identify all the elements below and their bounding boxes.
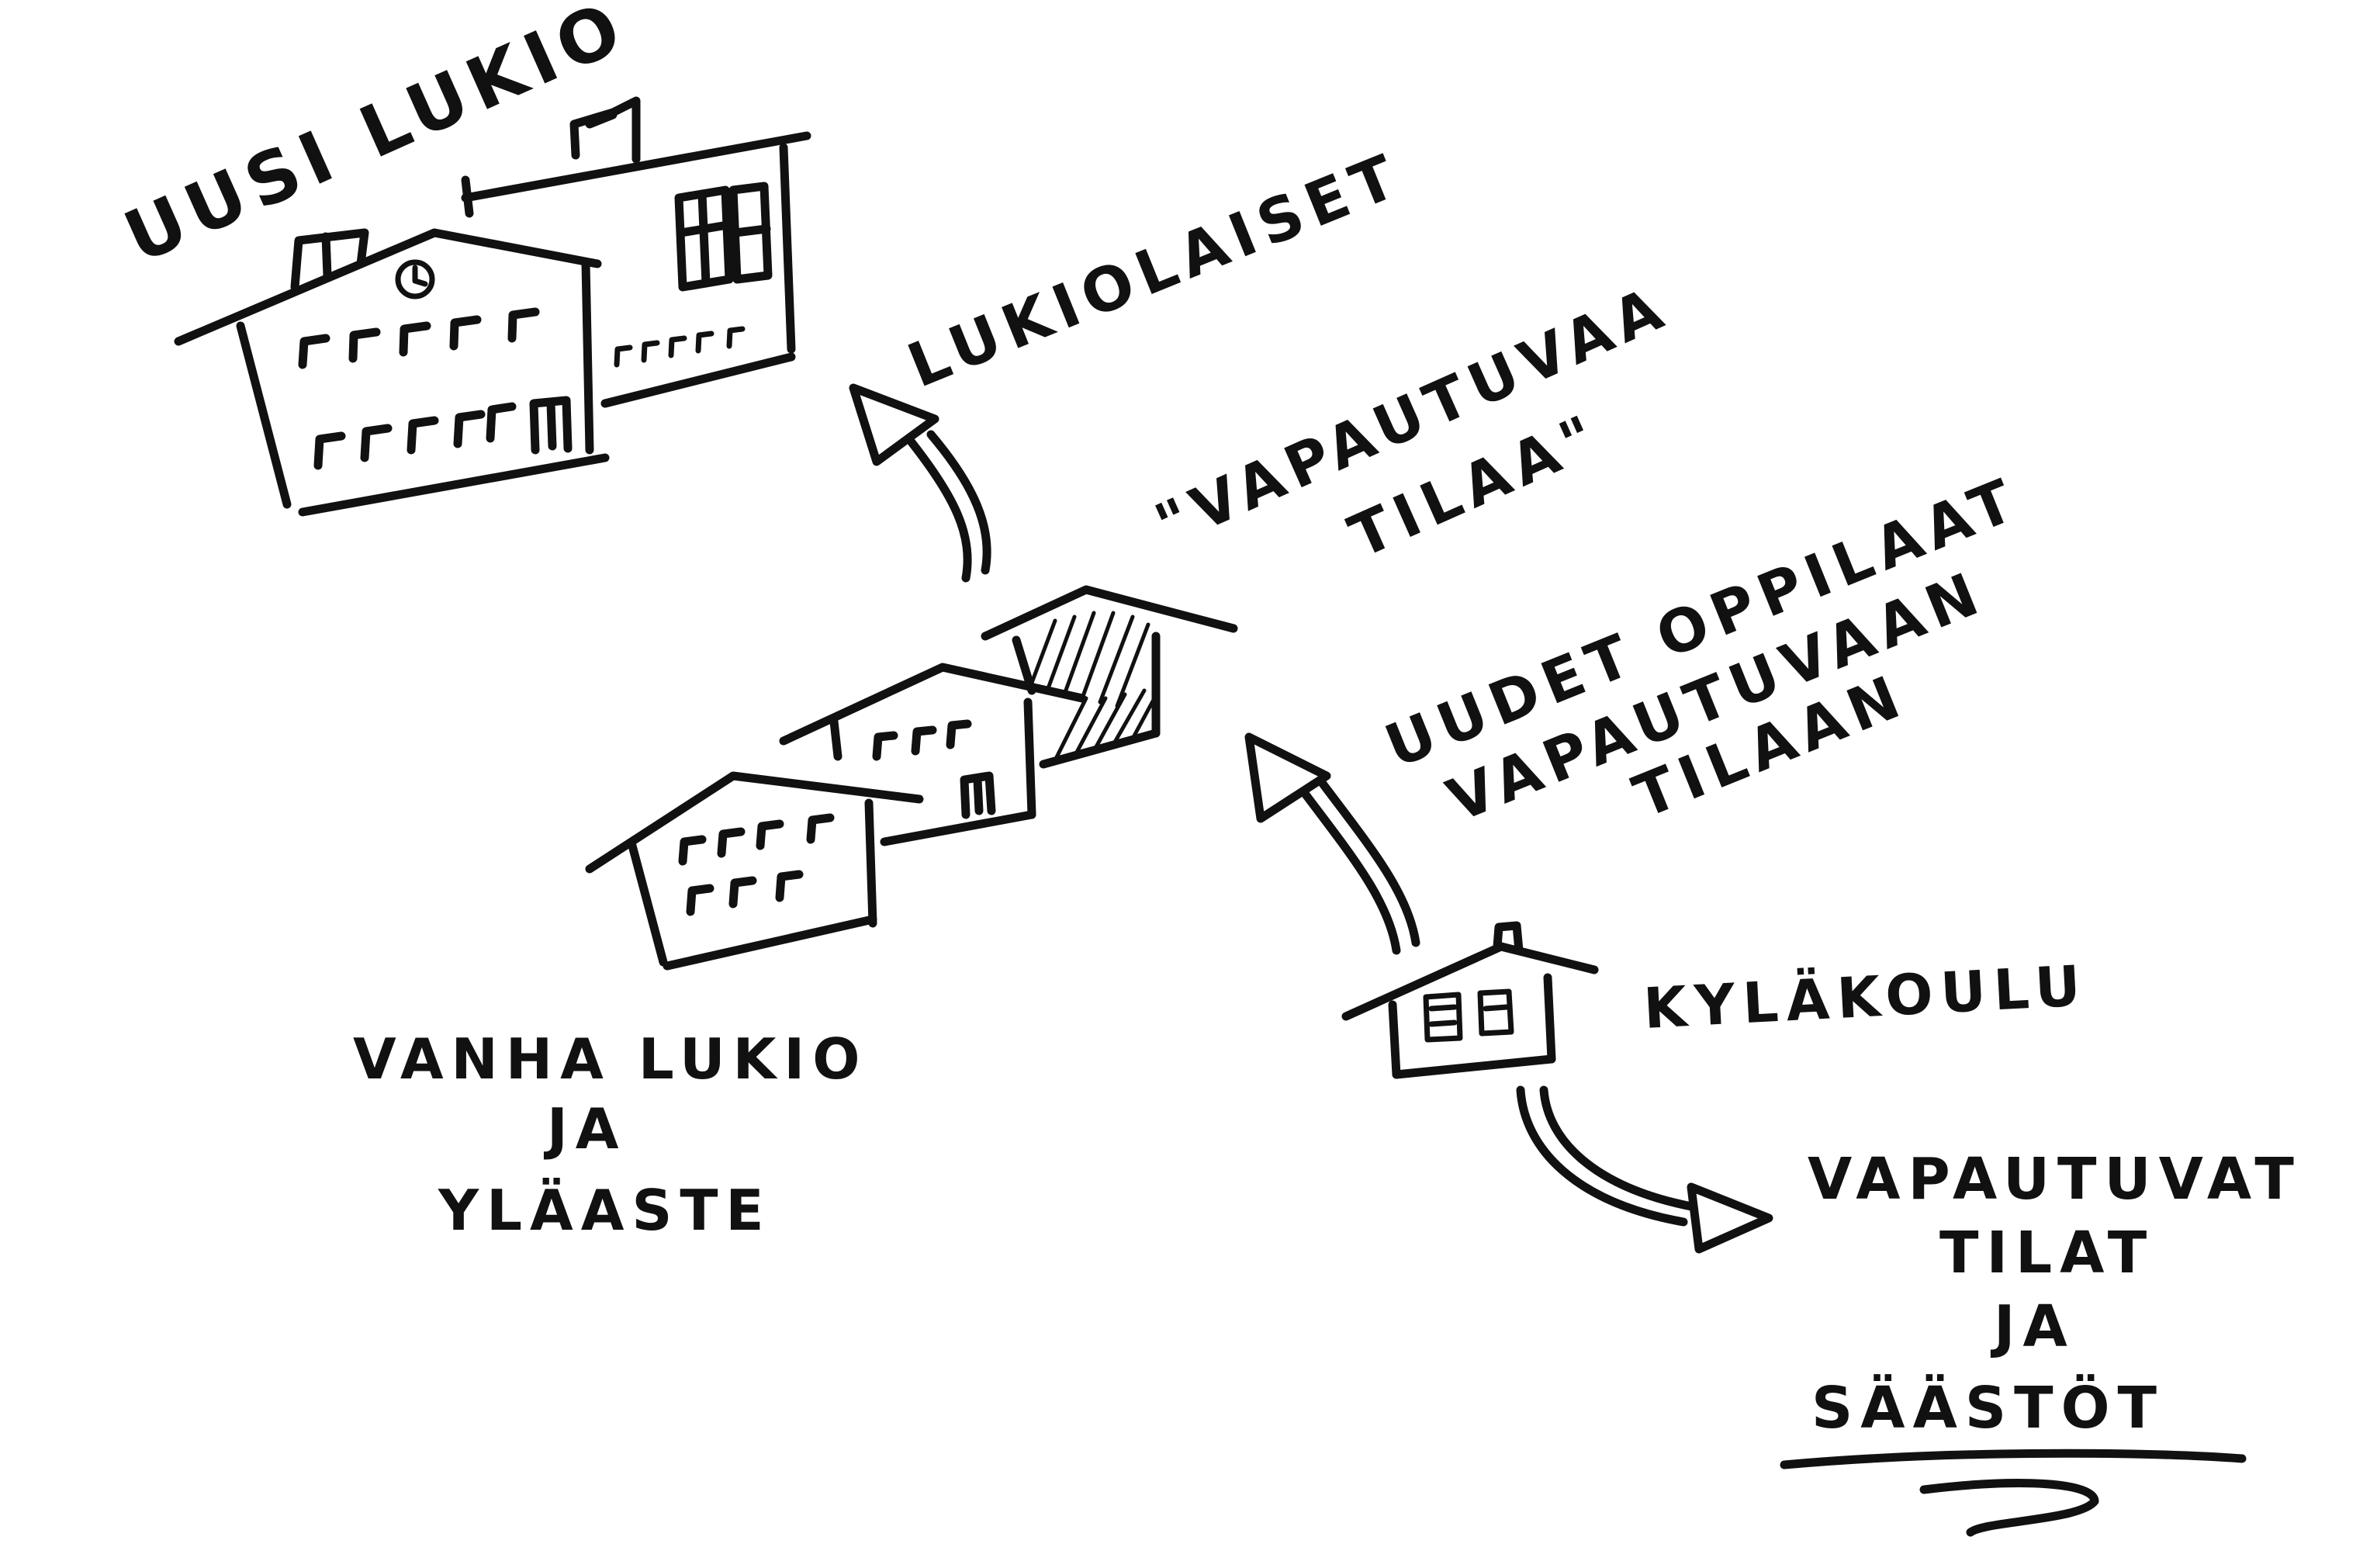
- label-vanha-lukio-2: JA: [543, 1096, 627, 1161]
- label-vanha-lukio-3: YLÄASTE: [438, 1178, 772, 1243]
- old-school-cluster: [585, 585, 1238, 971]
- label-uusi-lukio: UUSI LUKIO: [112, 0, 639, 279]
- label-vapautuvat-1: VAPAUTUVAT: [1808, 1146, 2302, 1213]
- arrow-to-new-school: [849, 383, 991, 583]
- label-vapautuvat-3: JA: [1990, 1293, 2075, 1360]
- hatch-fill: [1029, 611, 1157, 763]
- village-school-building: [1341, 921, 1599, 1079]
- label-vanha-lukio-1: VANHA LUKIO: [353, 1026, 867, 1092]
- arrow-to-savings: [1516, 1085, 1773, 1254]
- underline-scribble: [1780, 1449, 2247, 1537]
- arrow-to-freed-space: [1244, 732, 1420, 955]
- label-lukiolaiset: LUKIOLAISET: [898, 140, 1412, 401]
- label-vapautuvat-2: TILAT: [1939, 1220, 2154, 1286]
- label-kylakoulu: KYLÄKOULU: [1642, 953, 2089, 1041]
- clock-icon: [395, 259, 435, 299]
- new-school-building: [174, 96, 811, 517]
- label-vapautuvat-4: SÄÄSTÖT: [1811, 1373, 2164, 1442]
